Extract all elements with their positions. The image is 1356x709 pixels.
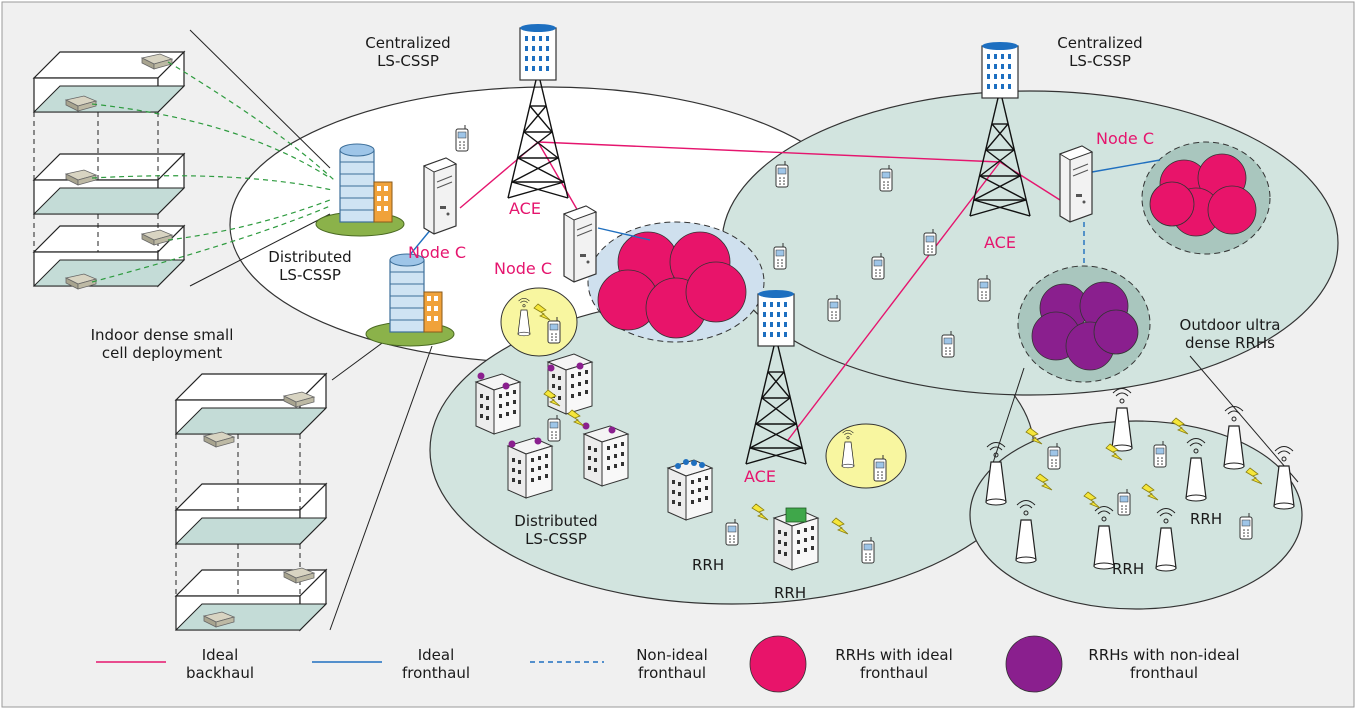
legend-rrh-nonideal-swatch [1005, 635, 1063, 693]
phone-icon [827, 294, 841, 322]
label-rrh-3: RRH [1190, 510, 1222, 528]
label-node-c-1: Node C [408, 243, 466, 262]
phone-icon [1153, 440, 1167, 468]
apartment-cluster [475, 353, 849, 571]
label-ace-1: ACE [509, 199, 541, 218]
phone-icon [1047, 442, 1061, 470]
hotspot-cell-left [500, 287, 578, 357]
phone-icon [923, 228, 937, 256]
server-icon [423, 157, 457, 235]
indoor-building-stack-bottom [175, 373, 327, 631]
phone-icon [725, 518, 739, 546]
server-icon [1059, 145, 1093, 223]
phone-icon [871, 252, 885, 280]
indoor-dashed-links [91, 61, 335, 283]
phone-icon [455, 124, 469, 152]
phone-icon [547, 414, 561, 442]
phone-icon [941, 330, 955, 358]
label-rrh-4: RRH [1112, 560, 1144, 578]
phone-icon [873, 454, 887, 482]
server-icon [563, 205, 597, 283]
hotspot-cell-right [825, 423, 907, 489]
indoor-building-stack-top [33, 51, 185, 290]
label-ace-3: ACE [744, 467, 776, 486]
label-node-c-2: Node C [494, 259, 552, 278]
rrh-cluster-nonideal [1017, 265, 1151, 383]
cell-outdoor-ultra-dense [969, 420, 1303, 610]
phone-icon [773, 242, 787, 270]
label-rrh-1: RRH [692, 556, 724, 574]
phone-icon [879, 164, 893, 192]
phone-icon [1239, 512, 1253, 540]
phone-icon [1117, 488, 1131, 516]
phone-icon [547, 316, 561, 344]
label-node-c-3: Node C [1096, 129, 1154, 148]
phone-icon [775, 160, 789, 188]
phone-icon [977, 274, 991, 302]
rrh-cluster-ideal-right [1141, 141, 1271, 255]
label-rrh-2: RRH [774, 584, 806, 602]
rrh-cluster-ideal-center [587, 221, 765, 343]
phone-icon [861, 536, 875, 564]
label-ace-2: ACE [984, 233, 1016, 252]
legend-rrh-ideal-swatch [749, 635, 807, 693]
